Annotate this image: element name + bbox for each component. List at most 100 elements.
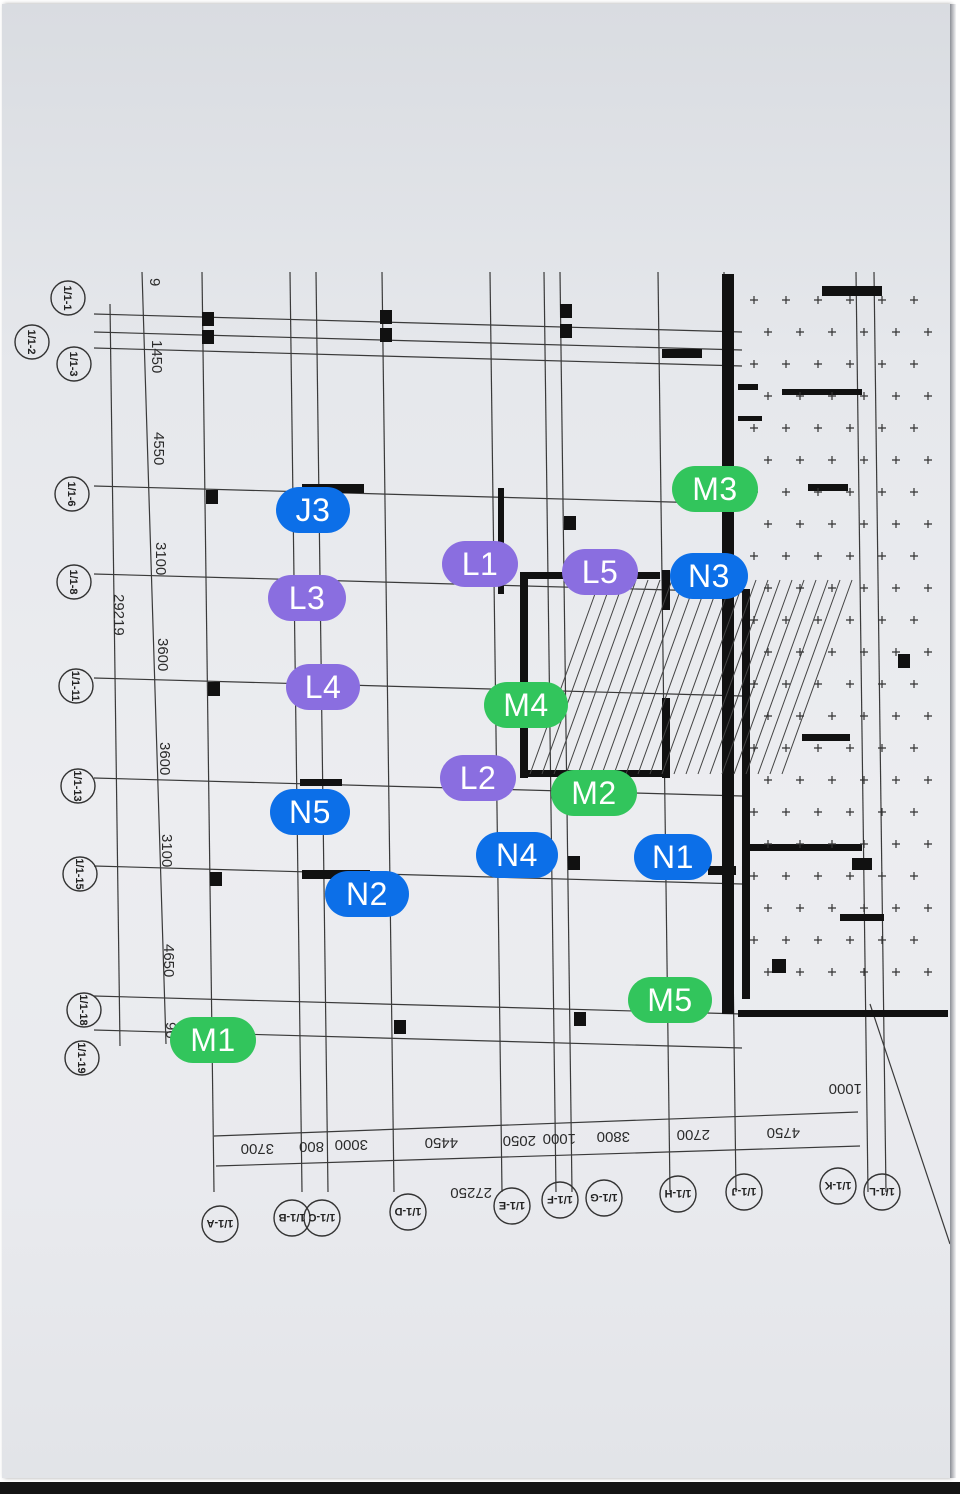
marker-m4[interactable]: M4: [484, 682, 568, 728]
marker-n5[interactable]: N5: [270, 789, 350, 835]
marker-j3[interactable]: J3: [276, 487, 350, 533]
fill-pattern-cross: [892, 648, 900, 656]
fill-pattern-cross: [924, 328, 932, 336]
structural-column: [560, 324, 572, 338]
core-hatch-line: [685, 579, 757, 775]
fill-pattern-cross: [892, 904, 900, 912]
fill-pattern-cross: [828, 456, 836, 464]
row-axis-label: 1/1-6: [65, 481, 77, 506]
fill-pattern-cross: [878, 872, 886, 880]
grid-row-line: [93, 331, 743, 351]
column-axis-label: 1/1-E: [499, 1199, 525, 1211]
marker-l4[interactable]: L4: [286, 664, 360, 710]
grid-column-line: [855, 271, 869, 1193]
core-hatch-line: [601, 579, 673, 775]
marker-l1[interactable]: L1: [442, 541, 518, 587]
fill-pattern-cross: [846, 680, 854, 688]
core-hatch-line: [541, 579, 613, 775]
structural-column: [560, 304, 572, 318]
fill-pattern-cross: [782, 296, 790, 304]
fill-pattern-cross: [878, 808, 886, 816]
marker-n4[interactable]: N4: [476, 832, 558, 878]
dimension-label: 1000: [543, 1130, 576, 1147]
fill-pattern-cross: [782, 552, 790, 560]
core-hatch-line: [553, 579, 625, 775]
column-axis-bubble: 1/1-H: [659, 1175, 697, 1213]
fill-pattern-cross: [764, 328, 772, 336]
fill-pattern-cross: [828, 840, 836, 848]
column-axis-bubble: 1/1-C: [303, 1199, 341, 1237]
grid-row-line: [93, 485, 743, 505]
row-axis-label: 1/1-3: [67, 351, 79, 376]
marker-l2[interactable]: L2: [440, 755, 516, 801]
core-hatch-line: [745, 579, 817, 775]
dimension-label: 2050: [503, 1132, 536, 1149]
fill-pattern-cross: [846, 872, 854, 880]
core-hatch-line: [769, 579, 841, 775]
column-axis-label: 1/1-C: [308, 1211, 335, 1223]
fill-pattern-cross: [764, 520, 772, 528]
marker-l3[interactable]: L3: [268, 575, 346, 621]
structural-column: [380, 310, 392, 324]
fill-pattern-cross: [910, 744, 918, 752]
fill-pattern-cross: [764, 776, 772, 784]
fill-pattern-cross: [828, 392, 836, 400]
grid-row-line: [93, 777, 743, 797]
fill-pattern-cross: [892, 776, 900, 784]
fill-pattern-cross: [796, 968, 804, 976]
grid-row-line: [93, 313, 743, 333]
dimension-total-label: 29219: [110, 594, 127, 636]
marker-n3[interactable]: N3: [670, 553, 748, 599]
structural-column: [202, 330, 214, 344]
dimension-line-bottom: [213, 1111, 859, 1137]
marker-n2[interactable]: N2: [325, 871, 409, 917]
structural-column: [380, 328, 392, 342]
grid-column-line: [873, 271, 887, 1193]
core-hatch-line: [733, 579, 805, 775]
structural-wall: [738, 1010, 948, 1017]
column-axis-bubble: 1/1-A: [201, 1205, 239, 1243]
dimension-label: 800: [299, 1138, 324, 1155]
fill-pattern-cross: [878, 424, 886, 432]
fill-pattern-cross: [860, 392, 868, 400]
marker-l5[interactable]: L5: [562, 549, 638, 595]
core-hatch-line: [709, 579, 781, 775]
core-hatch-line: [637, 579, 709, 775]
fill-pattern-cross: [892, 456, 900, 464]
fill-pattern-cross: [750, 808, 758, 816]
dimension-label: 3600: [156, 742, 173, 775]
dimension-line-bottom-total: [215, 1145, 861, 1167]
structural-wall: [662, 698, 670, 778]
core-hatch-line: [577, 579, 649, 775]
marker-m1[interactable]: M1: [170, 1017, 256, 1063]
marker-m3[interactable]: M3: [672, 466, 758, 512]
structural-column: [208, 682, 220, 696]
fill-pattern-cross: [910, 808, 918, 816]
fill-pattern-cross: [860, 328, 868, 336]
marker-m5[interactable]: M5: [628, 977, 712, 1023]
structural-wall: [822, 286, 882, 296]
fill-pattern-cross: [860, 648, 868, 656]
fill-pattern-cross: [878, 488, 886, 496]
column-axis-bubble: 1/1-B: [273, 1199, 311, 1237]
marker-m2[interactable]: M2: [551, 770, 637, 816]
row-axis-bubble: 1/1-11: [58, 668, 94, 704]
dimension-label: 1000: [829, 1080, 862, 1097]
structural-column: [202, 312, 214, 326]
structural-wall: [742, 589, 750, 999]
fill-pattern-cross: [828, 520, 836, 528]
structural-wall: [662, 570, 670, 610]
marker-n1[interactable]: N1: [634, 834, 712, 880]
fill-pattern-cross: [892, 968, 900, 976]
leader-line: [869, 1003, 950, 1245]
fill-pattern-cross: [764, 840, 772, 848]
fill-pattern-cross: [924, 456, 932, 464]
row-axis-bubble: 1/1-13: [60, 768, 96, 804]
fill-pattern-cross: [782, 424, 790, 432]
fill-pattern-cross: [892, 840, 900, 848]
core-hatch-line: [781, 579, 853, 775]
column-axis-bubble: 1/1-K: [819, 1167, 857, 1205]
grid-column-line: [543, 271, 557, 1193]
structural-wall: [738, 384, 758, 390]
